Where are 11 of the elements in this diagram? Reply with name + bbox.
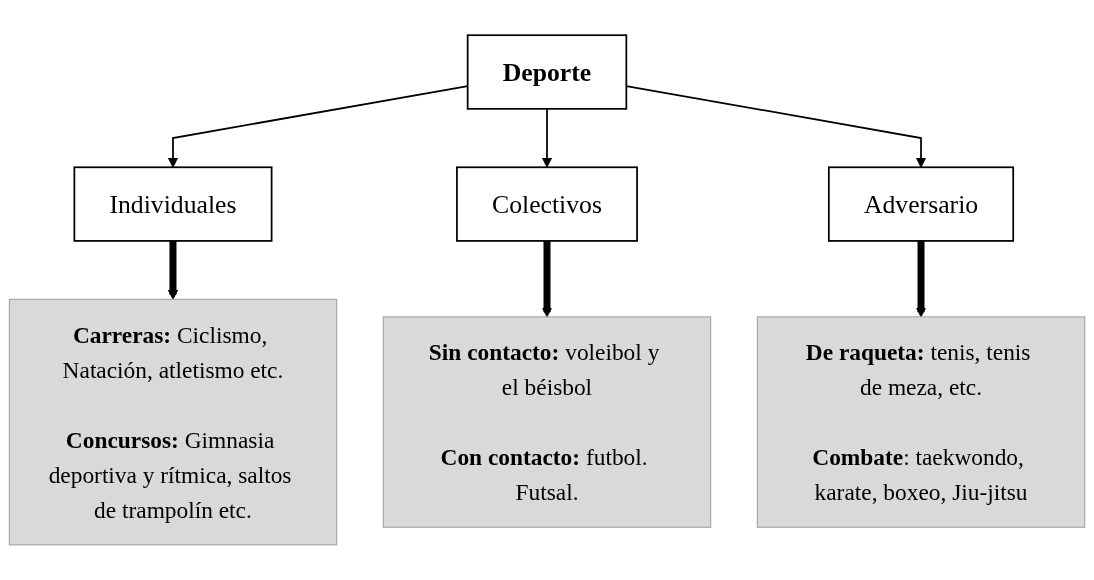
- node-box: Adversario: [827, 166, 1015, 242]
- arrow: [915, 240, 927, 318]
- node-box: Carreras: Ciclismo, Natación, atletismo etc. Concursos: Gimnasia deportiva y rítmica, saltos de trampolín etc.: [8, 298, 338, 546]
- node-box: Individuales: [73, 166, 273, 242]
- node-box: De raqueta: tenis, tenis de meza, etc. Combate: taekwondo, karate, boxeo, Jiu-jitsu: [756, 316, 1086, 528]
- node-box: Deporte: [466, 34, 628, 110]
- arrow: [167, 240, 179, 300]
- node-box: Sin contacto: voleibol y el béisbol Con contacto: futbol. Futsal.: [382, 316, 712, 528]
- node-box: Colectivos: [456, 166, 638, 242]
- arrow: [541, 107, 553, 168]
- arrow: [541, 240, 553, 318]
